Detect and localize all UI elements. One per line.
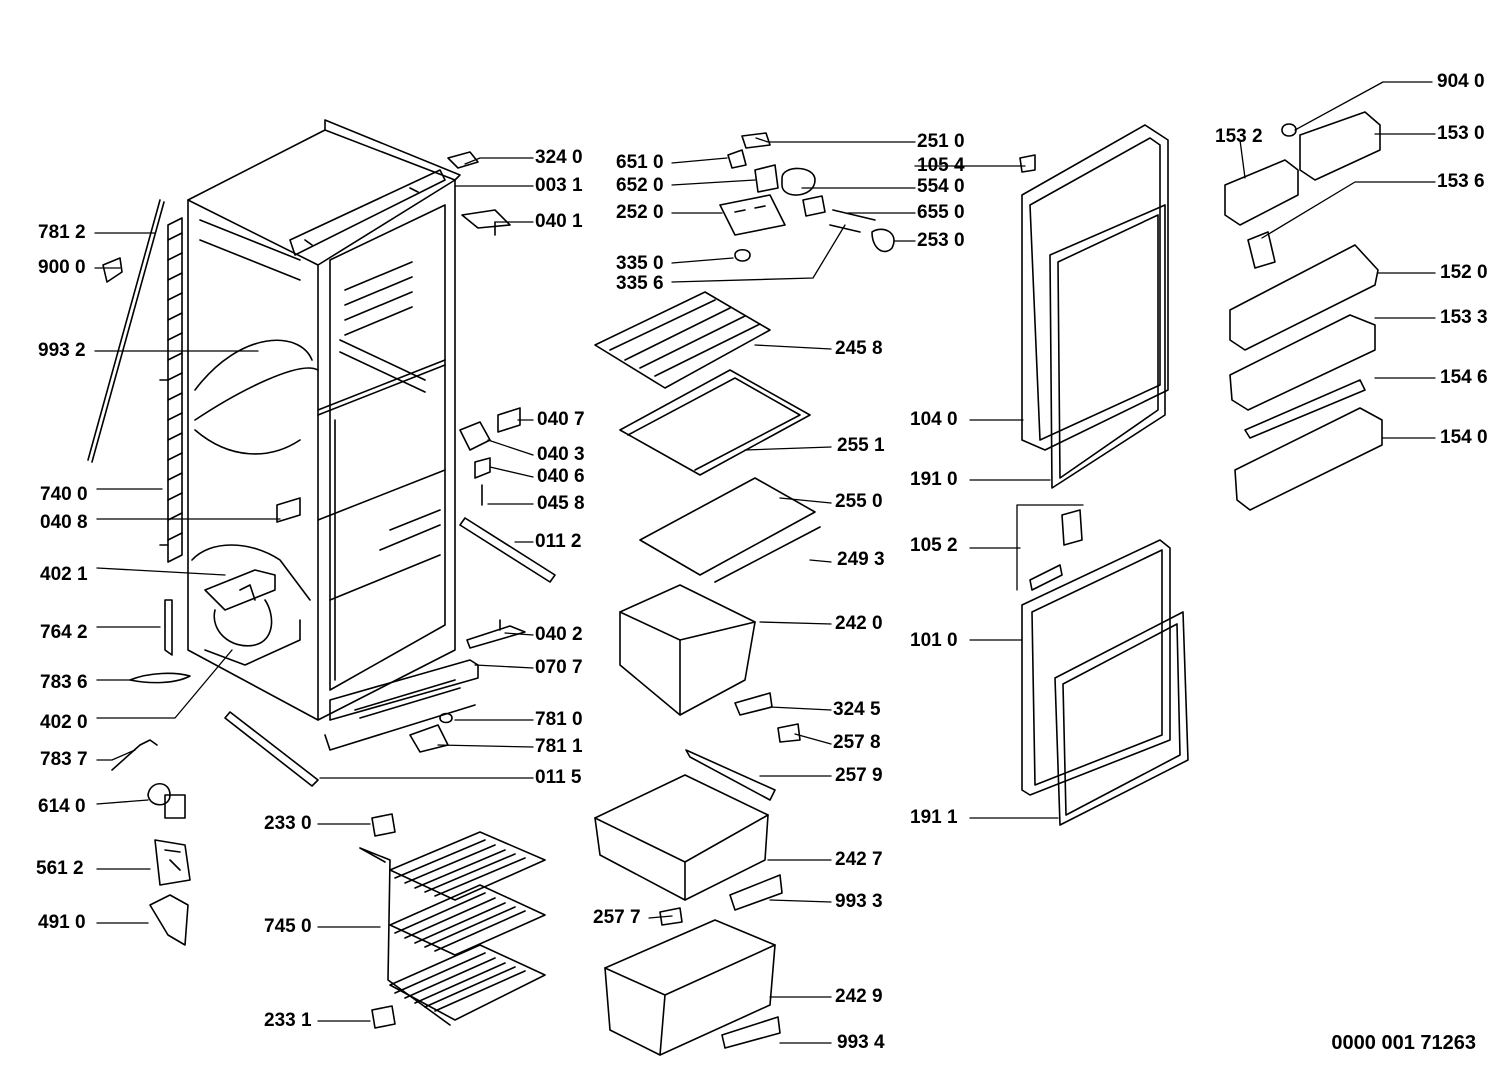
part-label: 781 1 — [535, 736, 583, 757]
wire-shelves-drawing — [360, 814, 545, 1028]
doors-drawing — [1022, 125, 1188, 825]
part-label: 003 1 — [535, 175, 583, 196]
part-label: 764 2 — [40, 622, 88, 643]
part-label: 740 0 — [40, 484, 88, 505]
part-label: 402 0 — [40, 712, 88, 733]
part-label: 335 0 — [616, 253, 664, 274]
part-label: 153 0 — [1437, 123, 1485, 144]
part-label: 011 5 — [535, 767, 582, 788]
leader-lines — [95, 82, 1435, 1043]
part-label: 651 0 — [616, 152, 664, 173]
part-label: 783 6 — [40, 672, 88, 693]
part-label: 040 1 — [535, 211, 583, 232]
part-label: 153 3 — [1440, 307, 1488, 328]
part-label: 900 0 — [38, 257, 86, 278]
part-label: 233 0 — [264, 813, 312, 834]
part-label: 070 7 — [535, 657, 583, 678]
control-cluster-drawing — [720, 133, 1035, 261]
part-label: 324 5 — [833, 699, 881, 720]
part-label: 105 2 — [910, 535, 958, 556]
part-label: 011 2 — [535, 531, 582, 552]
condenser-drawing — [88, 200, 182, 562]
part-label: 040 2 — [535, 624, 583, 645]
part-label: 255 1 — [837, 435, 885, 456]
part-label: 783 7 — [40, 749, 88, 770]
part-label: 904 0 — [1437, 71, 1485, 92]
part-label: 242 7 — [835, 849, 883, 870]
part-label: 257 7 — [593, 907, 641, 928]
part-label: 652 0 — [616, 175, 664, 196]
part-label: 249 3 — [837, 549, 885, 570]
part-label: 245 8 — [835, 338, 883, 359]
door-bins-drawing — [1225, 112, 1382, 510]
part-label: 040 8 — [40, 512, 88, 533]
brackets-drawing — [225, 152, 555, 786]
part-label: 781 2 — [38, 222, 86, 243]
part-label: 040 3 — [537, 444, 585, 465]
part-label: 040 6 — [537, 466, 585, 487]
part-label: 257 8 — [833, 732, 881, 753]
part-label: 233 1 — [264, 1010, 312, 1031]
part-label: 242 0 — [835, 613, 883, 634]
part-label: 335 6 — [616, 273, 664, 294]
cabinet-drawing — [188, 120, 478, 750]
part-label: 252 0 — [616, 202, 664, 223]
part-label: 242 9 — [835, 986, 883, 1007]
part-label: 253 0 — [917, 230, 965, 251]
part-label: 153 2 — [1215, 126, 1263, 147]
part-label: 104 0 — [910, 409, 958, 430]
drawing-code: 0000 001 71263 — [1331, 1032, 1476, 1054]
part-label: 491 0 — [38, 912, 86, 933]
part-label: 324 0 — [535, 147, 583, 168]
part-label: 045 8 — [537, 493, 585, 514]
part-label: 154 0 — [1440, 427, 1488, 448]
part-label: 993 2 — [38, 340, 86, 361]
part-label: 402 1 — [40, 564, 88, 585]
part-label: 561 2 — [36, 858, 84, 879]
part-label: 257 9 — [835, 765, 883, 786]
compartments-drawing — [595, 292, 820, 1055]
part-label: 152 0 — [1440, 262, 1488, 283]
part-label: 255 0 — [835, 491, 883, 512]
part-label: 745 0 — [264, 916, 312, 937]
part-label: 993 3 — [835, 891, 883, 912]
compressor-drawing — [112, 570, 300, 945]
part-label: 191 1 — [910, 807, 958, 828]
part-label: 655 0 — [917, 202, 965, 223]
part-label: 154 6 — [1440, 367, 1488, 388]
part-label: 251 0 — [917, 131, 965, 152]
part-label: 105 4 — [917, 155, 965, 176]
part-label: 993 4 — [837, 1032, 885, 1053]
part-label: 153 6 — [1437, 171, 1485, 192]
part-label: 614 0 — [38, 796, 86, 817]
part-label: 554 0 — [917, 176, 965, 197]
part-label: 040 7 — [537, 409, 585, 430]
part-label: 781 0 — [535, 709, 583, 730]
part-label: 101 0 — [910, 630, 958, 651]
part-label: 191 0 — [910, 469, 958, 490]
